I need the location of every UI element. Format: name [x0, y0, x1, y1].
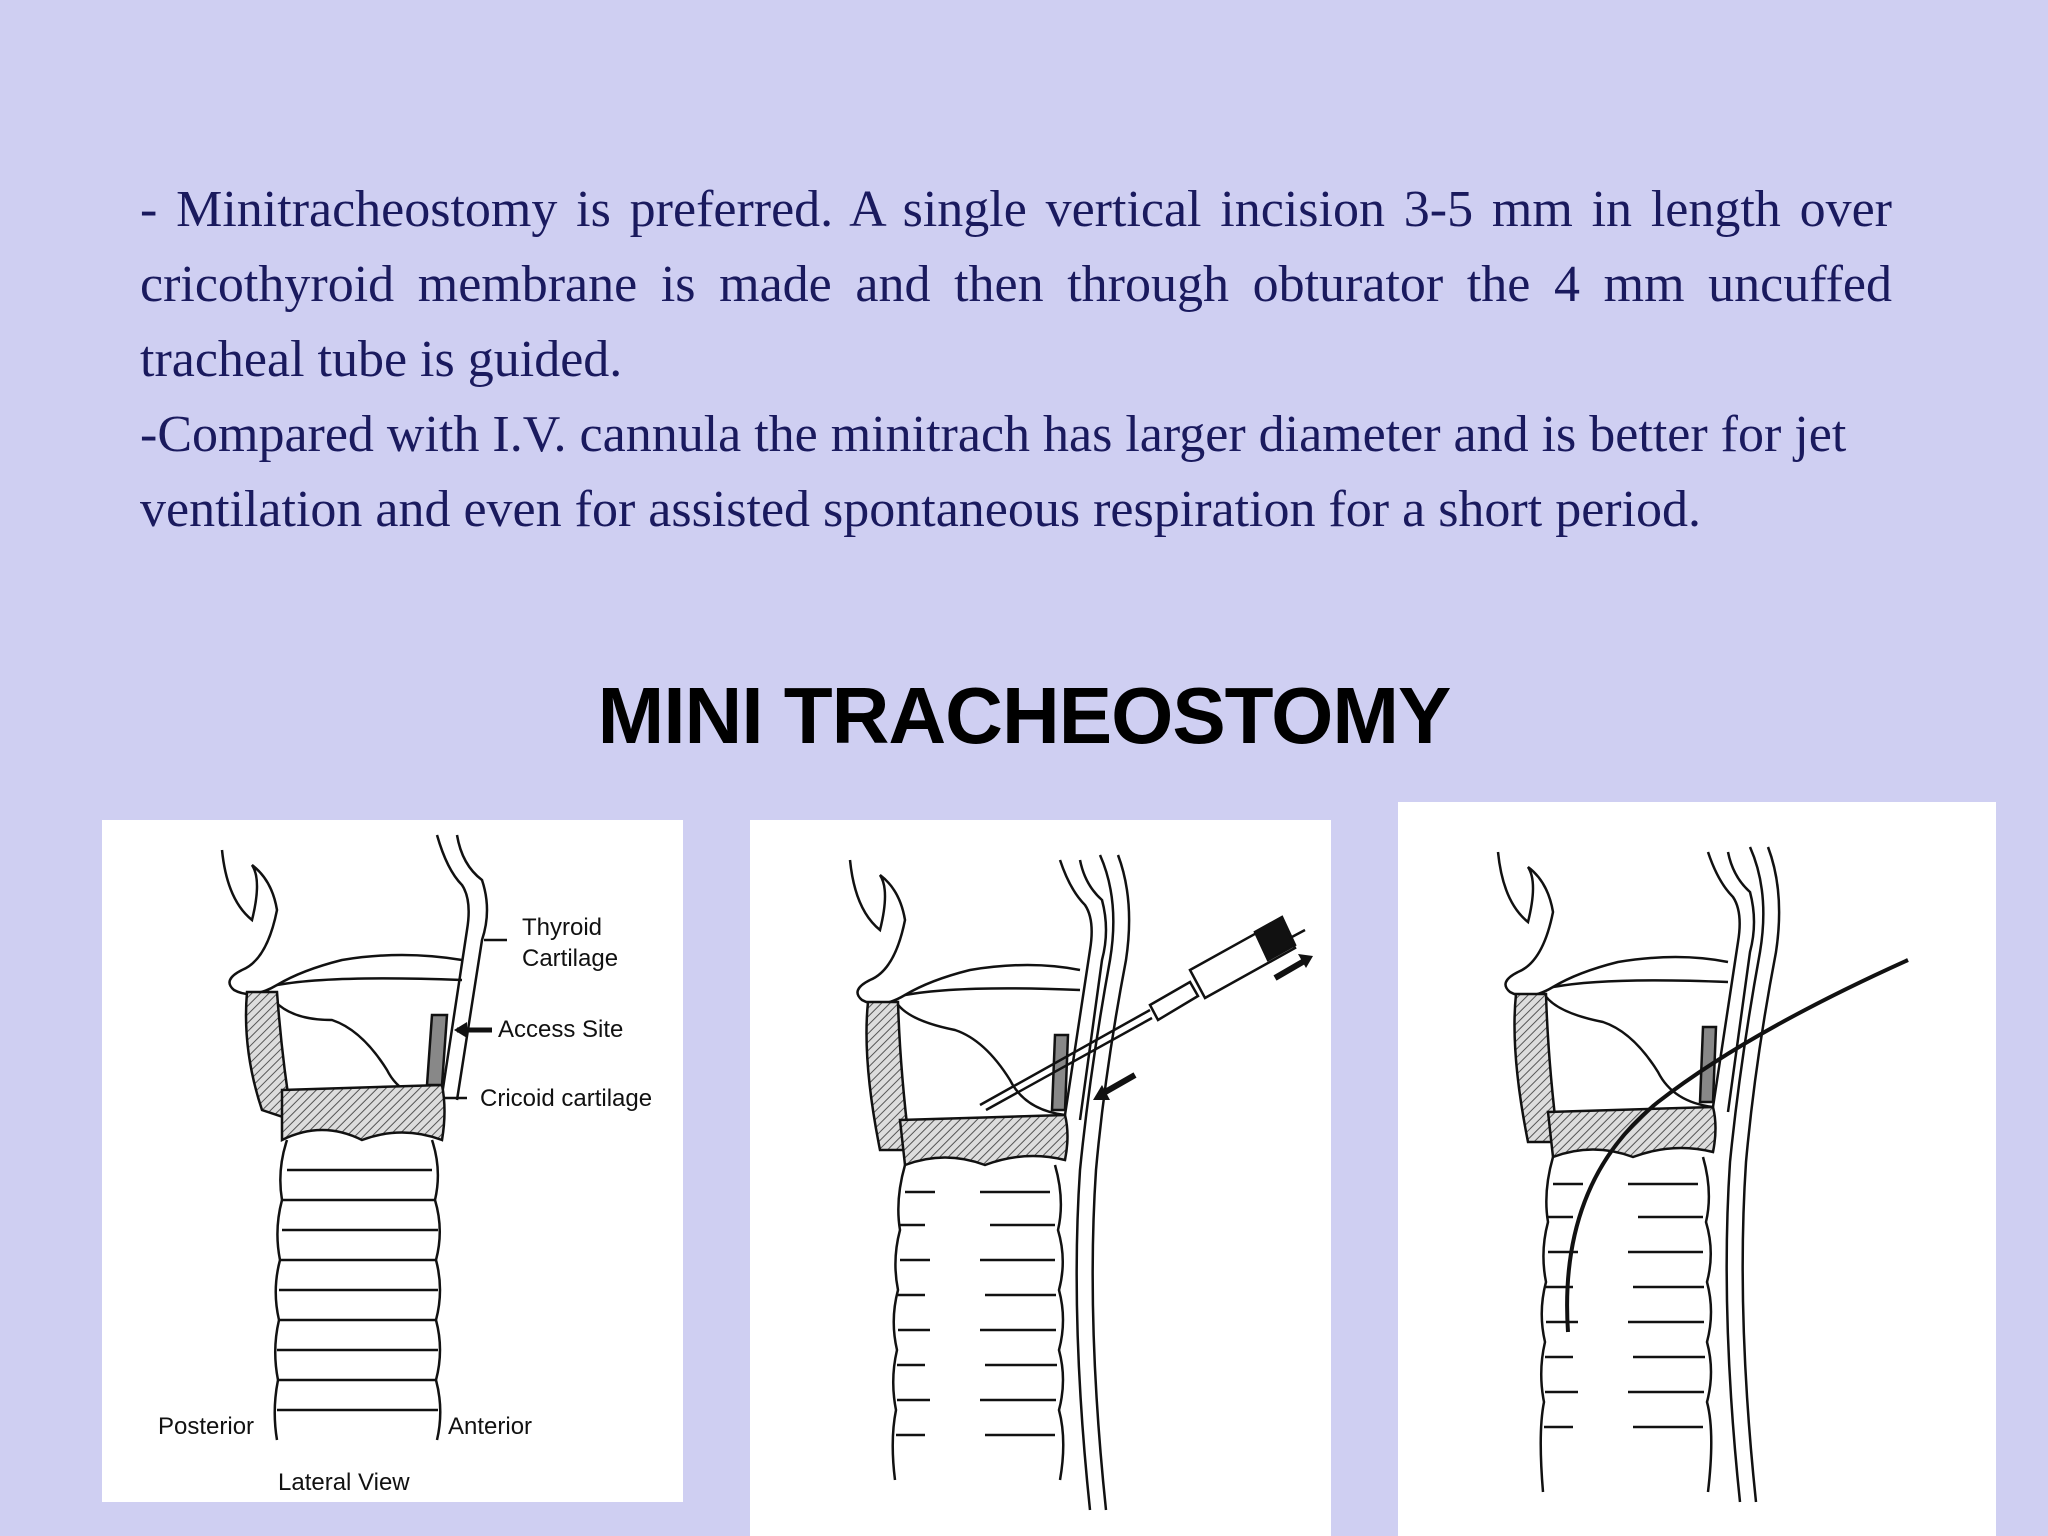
body-paragraph-comparison: -Compared with I.V. cannula the minitrac… — [140, 406, 1847, 538]
label-thyroid-line1: Thyroid — [522, 914, 602, 941]
slide-title: MINI TRACHEOSTOMY — [597, 671, 1452, 760]
label-cricoid-cartilage: Cricoid cartilage — [480, 1085, 652, 1112]
guidewire-diagram — [1398, 802, 1996, 1536]
label-lateral-view: Lateral View — [278, 1469, 410, 1496]
lateral-view-diagram: Thyroid Cartilage Access Site Cricoid ca… — [102, 820, 683, 1502]
label-anterior: Anterior — [448, 1413, 532, 1440]
needle-insertion-diagram — [750, 820, 1331, 1536]
label-access-site: Access Site — [498, 1016, 623, 1043]
label-thyroid-line2: Cartilage — [522, 945, 618, 972]
label-posterior: Posterior — [158, 1413, 254, 1440]
body-paragraph-minitracheostomy: - Minitracheostomy is preferred. A singl… — [140, 181, 1892, 388]
